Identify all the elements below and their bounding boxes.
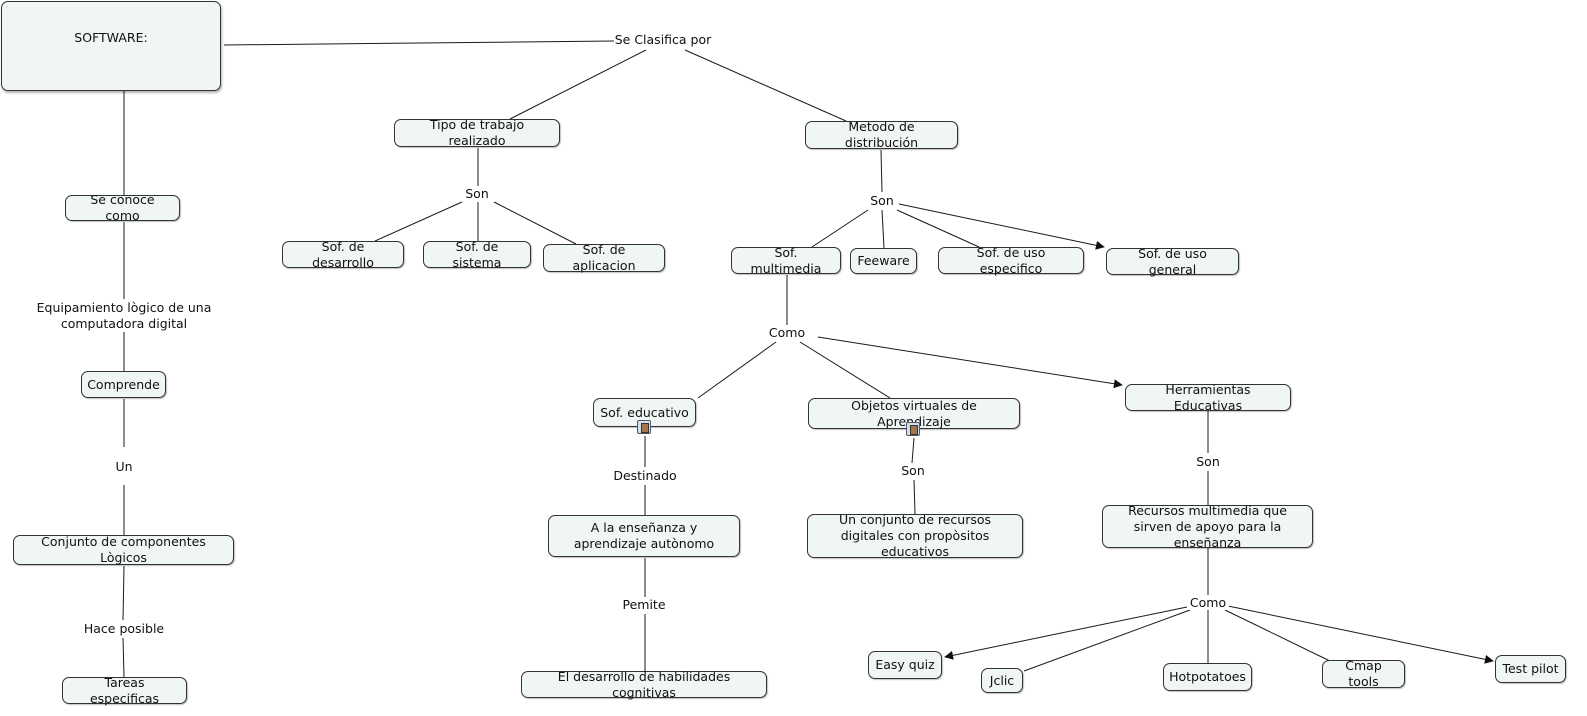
node-test-pilot[interactable]: Test pilot — [1495, 655, 1566, 683]
label-son-objetos: Son — [898, 463, 928, 479]
label-como-multimedia: Como — [766, 325, 808, 341]
node-ensenanza-aprendizaje[interactable]: A la enseñanza y aprendizaje autònomo — [548, 515, 740, 557]
node-sof-desarrollo[interactable]: Sof. de desarrollo — [282, 239, 404, 270]
node-tipo-trabajo[interactable]: Tipo de trabajo realizado — [394, 117, 560, 148]
label-se-clasifica-por: Se Clasifica por — [614, 31, 712, 49]
node-metodo-distribucion[interactable]: Metodo de distribución — [805, 119, 958, 150]
node-conjunto-recursos[interactable]: Un conjunto de recursos digitales con pr… — [807, 512, 1023, 559]
node-comprende[interactable]: Comprende — [81, 371, 166, 398]
node-sof-sistema[interactable]: Sof. de sistema — [423, 239, 531, 270]
node-sof-aplicacion[interactable]: Sof. de aplicacion — [543, 242, 665, 273]
label-destinado: Destinado — [611, 467, 679, 484]
node-sof-multimedia[interactable]: Sof. multimedia — [731, 245, 841, 276]
label-son-tipo: Son — [462, 186, 492, 202]
label-son-herramientas: Son — [1193, 454, 1223, 470]
node-easy-quiz[interactable]: Easy quiz — [868, 651, 942, 679]
node-sof-uso-especifico[interactable]: Sof. de uso especifico — [938, 245, 1084, 276]
node-herramientas-educativas[interactable]: Herramientas Educativas — [1125, 382, 1291, 413]
label-hace-posible: Hace posible — [83, 620, 165, 637]
node-sof-uso-general[interactable]: Sof. de uso general — [1106, 246, 1239, 277]
label-equipamiento: Equipamiento lògico de una computadora d… — [36, 299, 212, 332]
document-resource-icon[interactable] — [637, 420, 651, 434]
node-conjunto-componentes[interactable]: Conjunto de componentes Lògicos — [13, 534, 234, 565]
label-pemite: Pemite — [620, 597, 668, 613]
label-como-recursos: Como — [1187, 595, 1229, 610]
node-cmap-tools[interactable]: Cmap tools — [1322, 658, 1405, 689]
node-jclic[interactable]: Jclic — [981, 668, 1023, 693]
node-feeware[interactable]: Feeware — [850, 248, 917, 274]
node-recursos-multimedia[interactable]: Recursos multimedia que sirven de apoyo … — [1102, 503, 1313, 550]
node-software[interactable]: SOFTWARE: — [1, 1, 221, 91]
document-resource-icon[interactable] — [906, 422, 920, 436]
node-desarrollo-habilidades[interactable]: El desarrollo de habilidades cognitivas — [521, 669, 767, 700]
label-son-metodo: Son — [866, 192, 898, 209]
node-se-conoce-como[interactable]: Se conoce como — [65, 192, 180, 223]
label-un: Un — [110, 459, 138, 475]
node-hotpotatoes[interactable]: Hotpotatoes — [1163, 663, 1252, 691]
node-tareas-especificas[interactable]: Tareas especificas — [62, 675, 187, 706]
